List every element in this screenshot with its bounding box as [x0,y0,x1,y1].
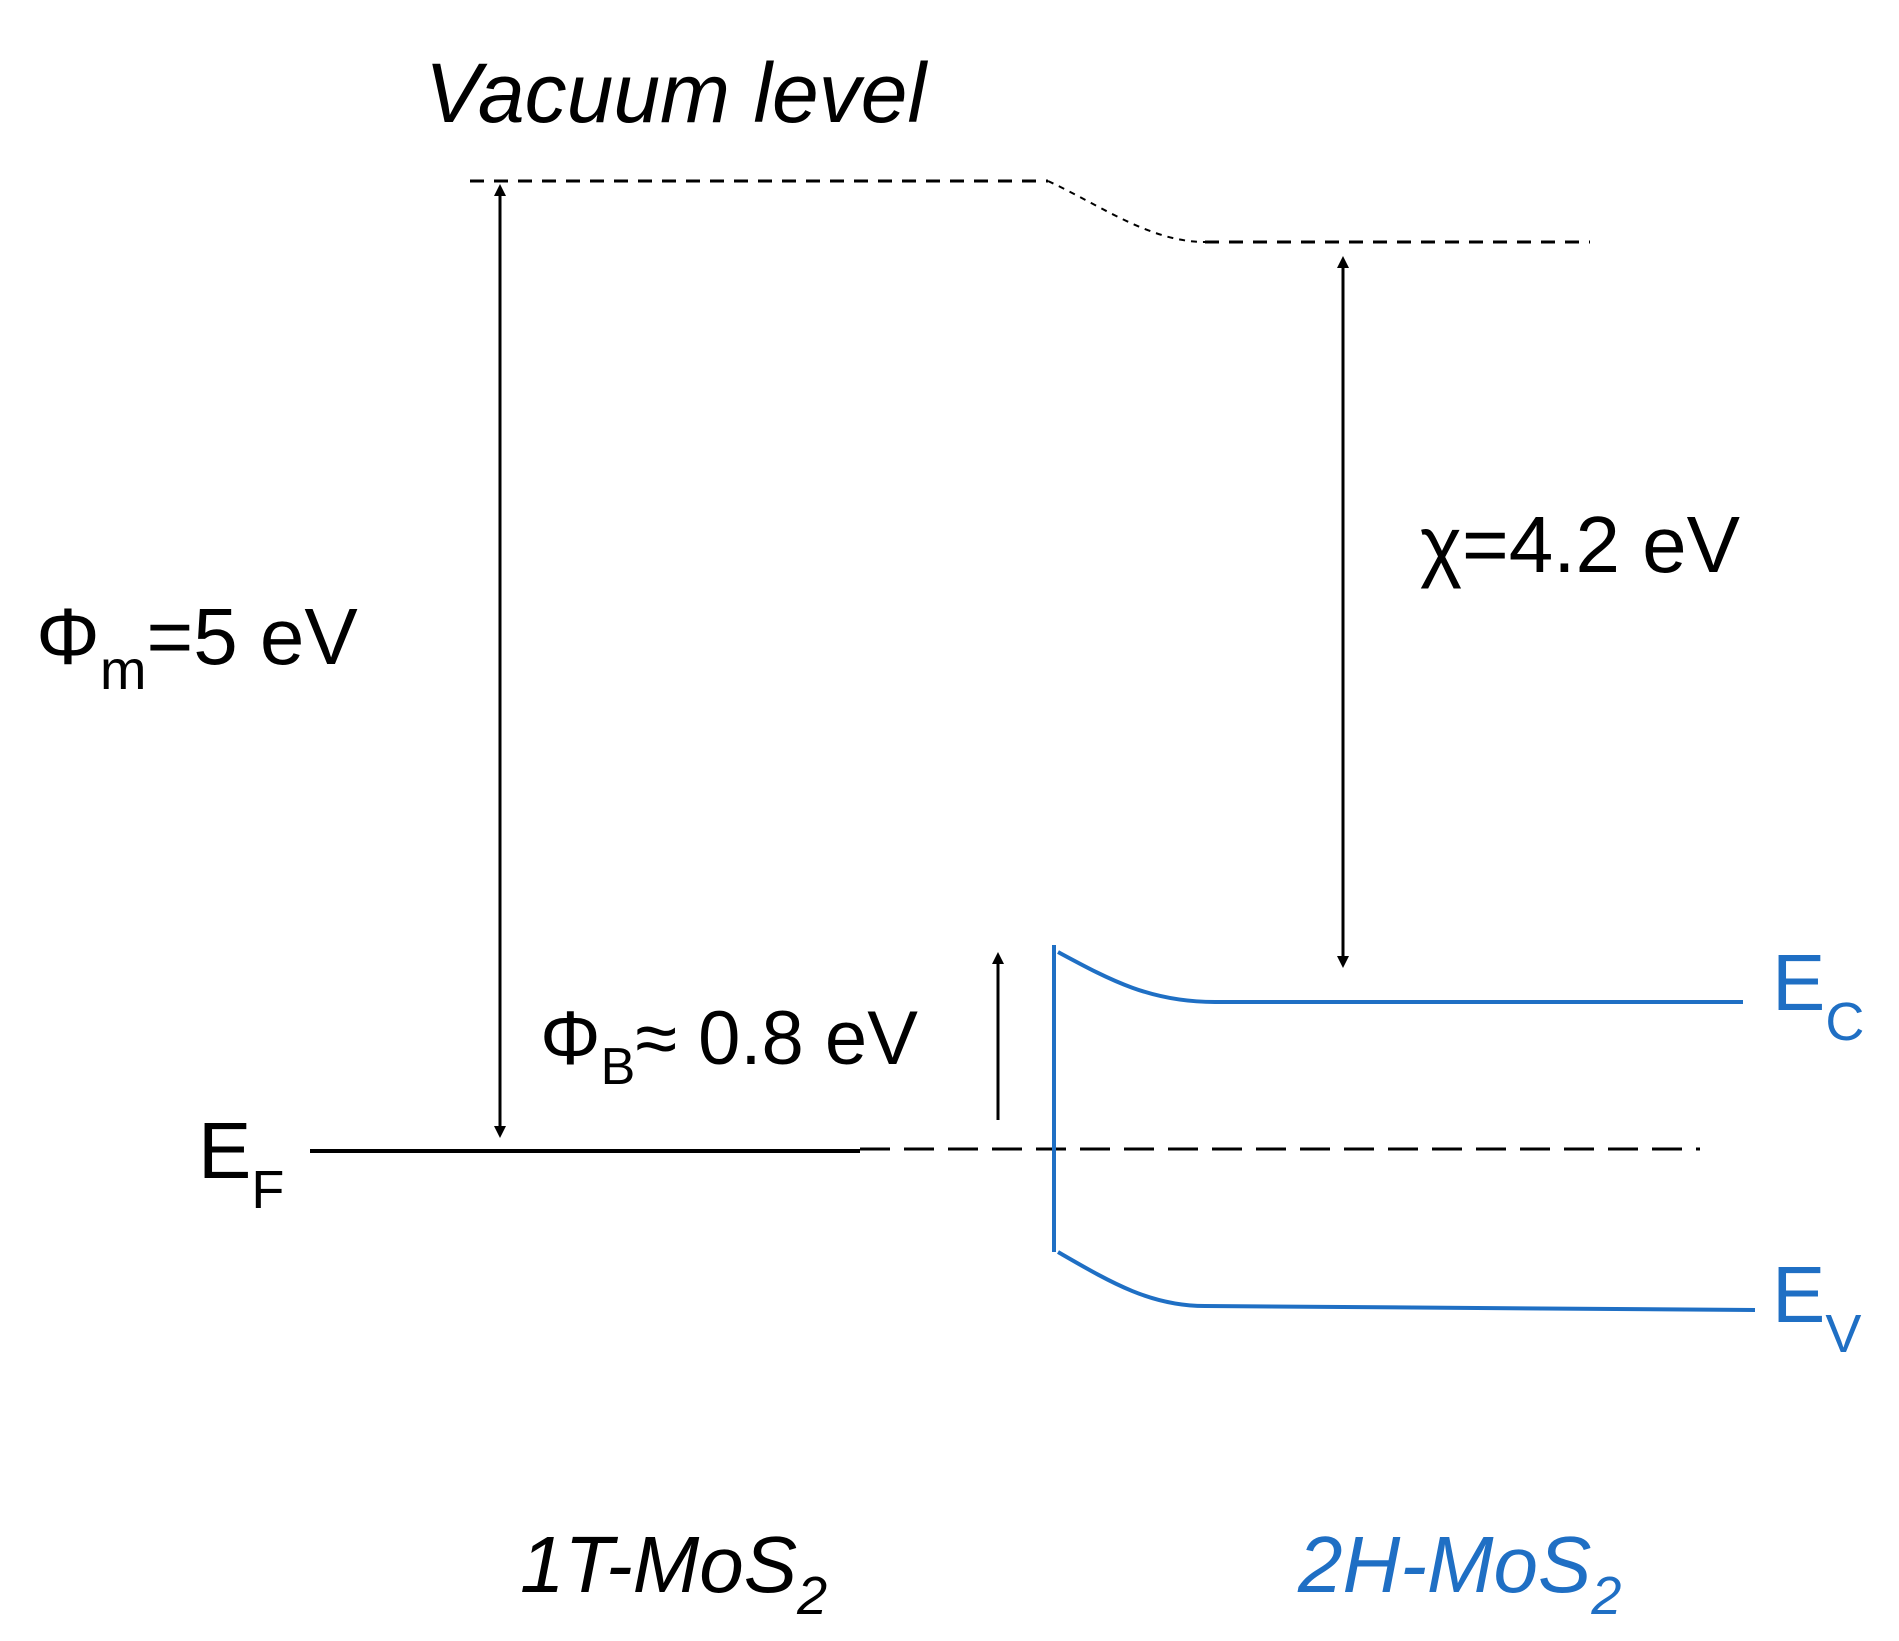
valence-band-label: EV [1772,1250,1861,1364]
electron-affinity-label: χ=4.2 eV [1420,500,1741,589]
vacuum-level-bend [1047,180,1206,243]
material-2h-label: 2H-MoS2 [1297,1520,1621,1626]
conduction-band-line [1057,950,1743,1004]
vacuum-level-label: Vacuum level [425,46,928,140]
material-1t-label: 1T-MoS2 [520,1520,827,1626]
conduction-band-label: EC [1772,938,1864,1052]
valence-band-line [1057,1250,1756,1312]
fermi-level-label: EF [198,1106,284,1220]
schottky-barrier-label: ΦB≈ 0.8 eV [540,996,918,1096]
work-function-label: Φm=5 eV [36,592,358,701]
